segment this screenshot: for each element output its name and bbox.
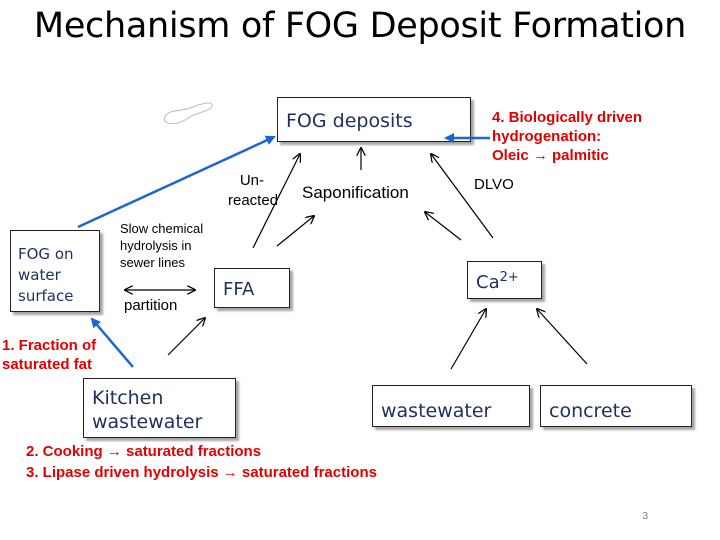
arrow-fog-surface-to-deposits bbox=[77, 135, 276, 229]
slow-hydrolysis-label: Slow chemical hydrolysis in sewer lines bbox=[120, 220, 203, 271]
arrow-kitchen-to-ffa bbox=[167, 318, 205, 356]
arrow-concrete-to-calcium bbox=[537, 309, 588, 365]
note-lipase: 3. Lipase driven hydrolysis → saturated … bbox=[26, 464, 377, 481]
unreacted-line-2: reacted bbox=[228, 192, 279, 209]
kitchen-line-2: wastewater bbox=[92, 411, 203, 433]
unreacted-line-1: Un- bbox=[239, 172, 264, 189]
calcium-label: Ca2+ bbox=[476, 270, 519, 293]
arrow-kitchen-to-fog-surface bbox=[90, 317, 134, 368]
note1-line-1: 1. Fraction of bbox=[2, 337, 97, 354]
fog-surface-line-2: water bbox=[18, 266, 61, 284]
note-saturated-fat: 1. Fraction of saturated fat bbox=[2, 336, 96, 374]
fog-surface-line-3: surface bbox=[18, 287, 74, 305]
calcium-charge: 2+ bbox=[499, 270, 519, 285]
unreacted-label: Un- reacted bbox=[228, 171, 279, 211]
ffa-box: FFA bbox=[214, 268, 290, 308]
note4-line-2: hydrogenation: bbox=[492, 128, 602, 145]
kitchen-line-1: Kitchen bbox=[92, 387, 164, 409]
arrow-calcium-to-saponification bbox=[425, 212, 462, 241]
arrow-wastewater-to-calcium bbox=[450, 309, 486, 370]
fog-deposits-box: FOG deposits bbox=[277, 97, 471, 142]
wastewater-label: wastewater bbox=[381, 400, 492, 422]
note1-line-2: saturated fat bbox=[2, 356, 93, 373]
saponification-label: Saponification bbox=[302, 183, 409, 202]
arrow-unreacted bbox=[252, 154, 300, 249]
arrow-dlvo bbox=[431, 154, 494, 239]
fog-surface-box: FOG on water surface bbox=[10, 230, 100, 312]
slow-hydrolysis-line-2: hydrolysis in bbox=[120, 238, 192, 253]
sketch-decoration bbox=[163, 102, 213, 125]
kitchen-wastewater-box: Kitchen wastewater bbox=[83, 378, 236, 438]
partition-label: partition bbox=[124, 297, 178, 314]
calcium-symbol: Ca bbox=[476, 272, 500, 293]
slide-title: Mechanism of FOG Deposit Formation bbox=[33, 6, 687, 46]
dlvo-label: DLVO bbox=[474, 176, 514, 193]
calcium-box: Ca2+ bbox=[467, 261, 542, 299]
note-hydrogenation: 4. Biologically driven hydrogenation: Ol… bbox=[492, 108, 642, 165]
note4-line-3: Oleic → palmitic bbox=[492, 147, 609, 164]
concrete-box: concrete bbox=[540, 385, 692, 427]
page-number: 3 bbox=[642, 511, 648, 522]
note-cooking: 2. Cooking → saturated fractions bbox=[26, 443, 262, 460]
arrow-ffa-to-saponification bbox=[276, 216, 314, 247]
sketch-stroke bbox=[163, 102, 213, 125]
fog-deposits-label: FOG deposits bbox=[286, 110, 413, 132]
slow-hydrolysis-line-1: Slow chemical bbox=[120, 221, 204, 236]
wastewater-box: wastewater bbox=[372, 385, 530, 427]
ffa-label: FFA bbox=[223, 279, 255, 300]
note4-line-1: 4. Biologically driven bbox=[492, 109, 643, 126]
concrete-label: concrete bbox=[549, 400, 632, 422]
slow-hydrolysis-line-3: sewer lines bbox=[120, 255, 186, 270]
fog-surface-line-1: FOG on bbox=[18, 245, 74, 263]
